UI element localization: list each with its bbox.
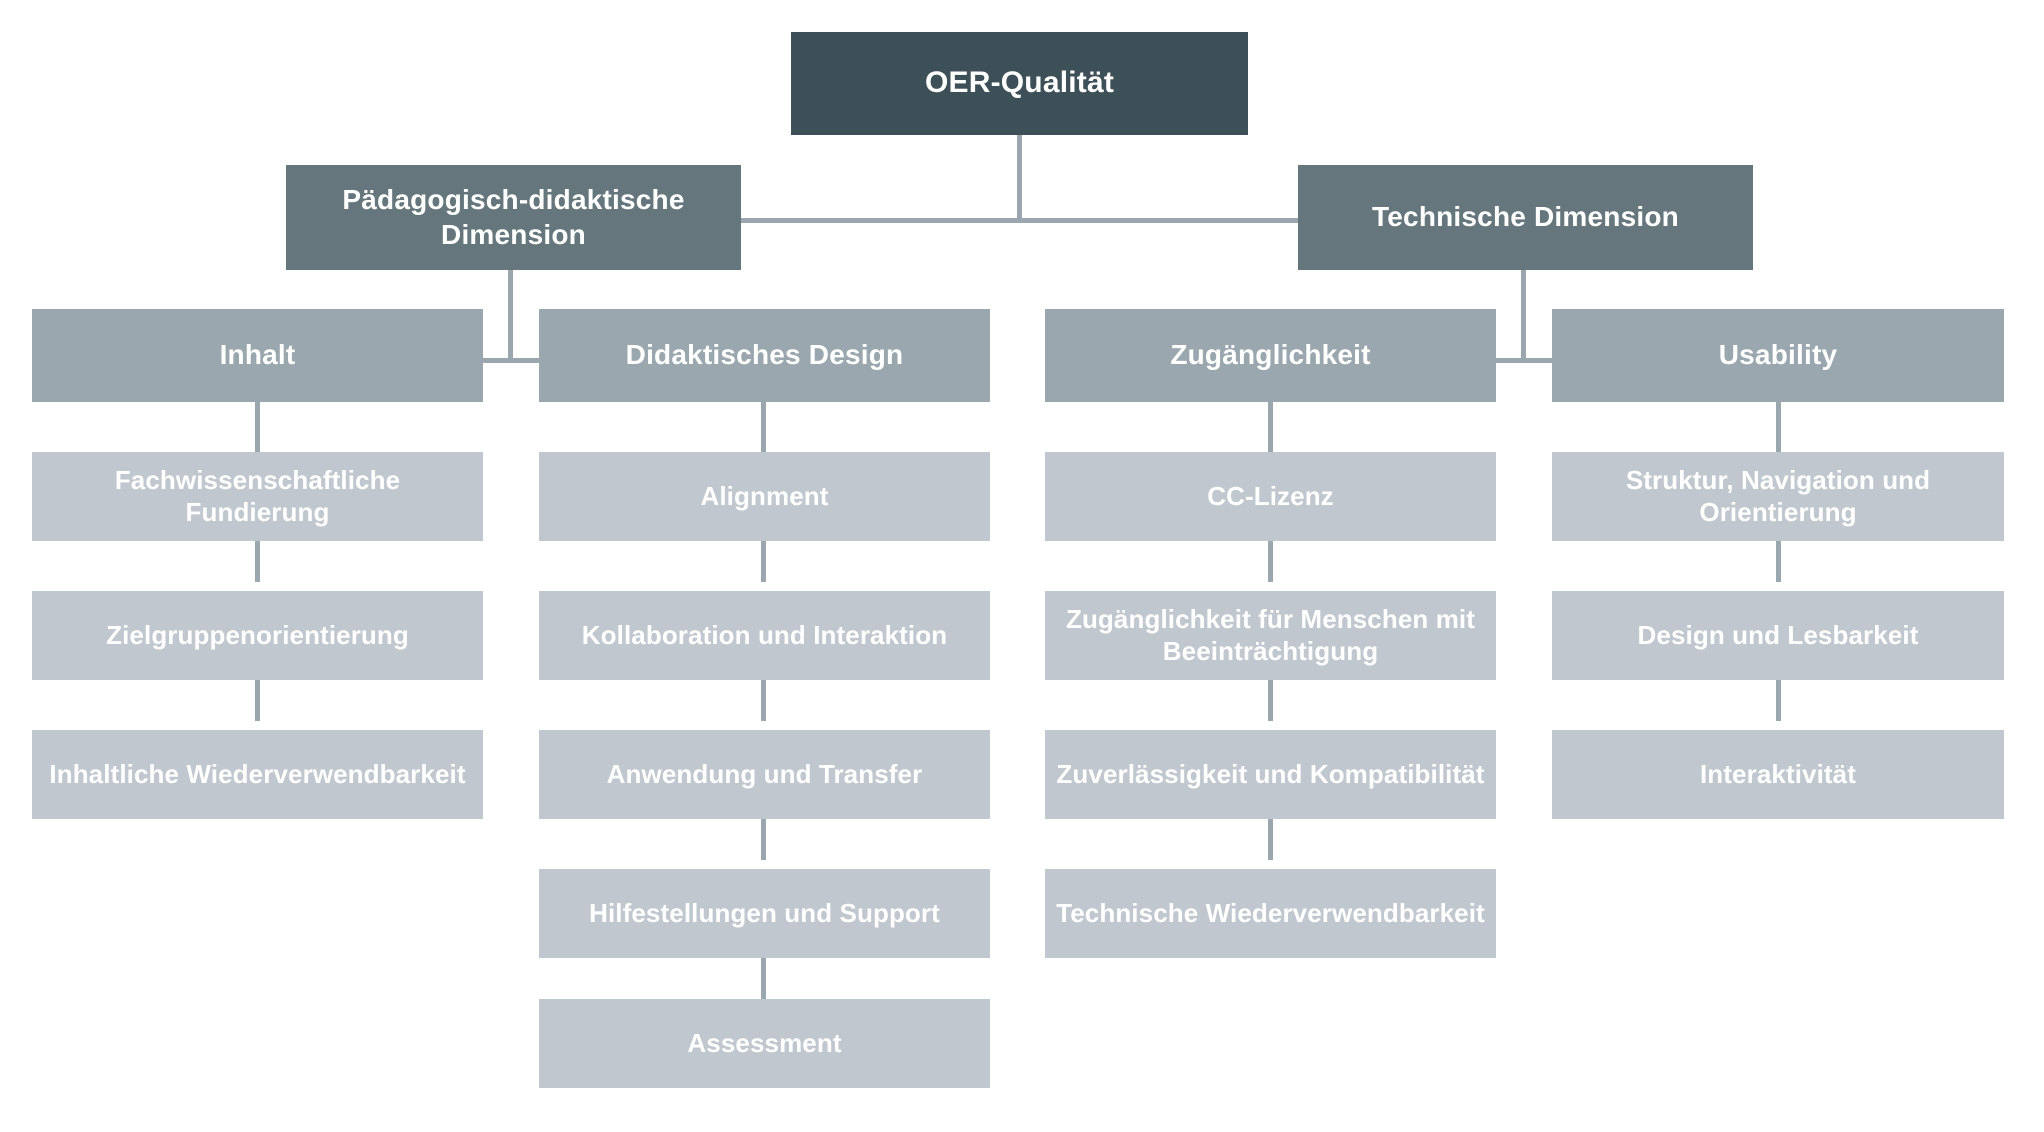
connector-inhalt-chain-2 (255, 541, 260, 582)
connector-zugang-chain-1 (1268, 402, 1273, 452)
node-paedagogisch-didaktische-dimension[interactable]: Pädagogisch-didaktische Dimension (286, 165, 741, 270)
node-criterion-zuverlaessigkeit-und-kompatibilitaet[interactable]: Zuverlässigkeit und Kompatibilität (1045, 730, 1496, 819)
connector-root-to-spine (1017, 135, 1022, 218)
node-criterion-cc-lizenz[interactable]: CC-Lizenz (1045, 452, 1496, 541)
node-criterion-alignment[interactable]: Alignment (539, 452, 990, 541)
connector-usability-chain-3 (1776, 680, 1781, 721)
node-criterion-inhaltliche-wiederverwendbarkeit[interactable]: Inhaltliche Wiederverwendbarkeit (32, 730, 483, 819)
node-category-inhalt[interactable]: Inhalt (32, 309, 483, 402)
connector-inhalt-chain-1 (255, 402, 260, 452)
node-criterion-interaktivitaet[interactable]: Interaktivität (1552, 730, 2004, 819)
node-oer-qualitaet[interactable]: OER-Qualität (791, 32, 1248, 135)
connector-left-categories-spine (483, 358, 539, 363)
node-criterion-assessment[interactable]: Assessment (539, 999, 990, 1088)
connector-usability-chain-1 (1776, 402, 1781, 452)
connector-zugang-chain-3 (1268, 680, 1273, 721)
connector-inhalt-chain-3 (255, 680, 260, 721)
connector-right-categories-spine (1496, 358, 1552, 363)
node-category-usability[interactable]: Usability (1552, 309, 2004, 402)
node-criterion-fachwissenschaftliche-fundierung[interactable]: Fachwissenschaftliche Fundierung (32, 452, 483, 541)
node-technische-dimension[interactable]: Technische Dimension (1298, 165, 1753, 270)
connector-didaktik-chain-1 (761, 402, 766, 452)
node-criterion-kollaboration-und-interaktion[interactable]: Kollaboration und Interaktion (539, 591, 990, 680)
connector-zugang-chain-4 (1268, 819, 1273, 860)
connector-left-dimension-drop (508, 270, 513, 358)
connector-didaktik-chain-5 (761, 958, 766, 999)
connector-didaktik-chain-3 (761, 680, 766, 721)
connector-usability-chain-2 (1776, 541, 1781, 582)
node-category-didaktisches-design[interactable]: Didaktisches Design (539, 309, 990, 402)
node-criterion-hilfestellungen-und-support[interactable]: Hilfestellungen und Support (539, 869, 990, 958)
node-criterion-design-und-lesbarkeit[interactable]: Design und Lesbarkeit (1552, 591, 2004, 680)
connector-didaktik-chain-2 (761, 541, 766, 582)
node-criterion-struktur-navigation-und-orientierung[interactable]: Struktur, Navigation und Orientierung (1552, 452, 2004, 541)
node-criterion-anwendung-und-transfer[interactable]: Anwendung und Transfer (539, 730, 990, 819)
connector-dimension-spine (736, 218, 1303, 223)
node-criterion-technische-wiederverwendbarkeit[interactable]: Technische Wiederverwendbarkeit (1045, 869, 1496, 958)
connector-zugang-chain-2 (1268, 541, 1273, 582)
connector-didaktik-chain-4 (761, 819, 766, 860)
node-criterion-zugaenglichkeit-fuer-menschen-mit-beeintraechtigung[interactable]: Zugänglichkeit für Menschen mit Beeinträ… (1045, 591, 1496, 680)
node-criterion-zielgruppenorientierung[interactable]: Zielgruppenorientierung (32, 591, 483, 680)
connector-right-dimension-drop (1521, 270, 1526, 358)
node-category-zugaenglichkeit[interactable]: Zugänglichkeit (1045, 309, 1496, 402)
